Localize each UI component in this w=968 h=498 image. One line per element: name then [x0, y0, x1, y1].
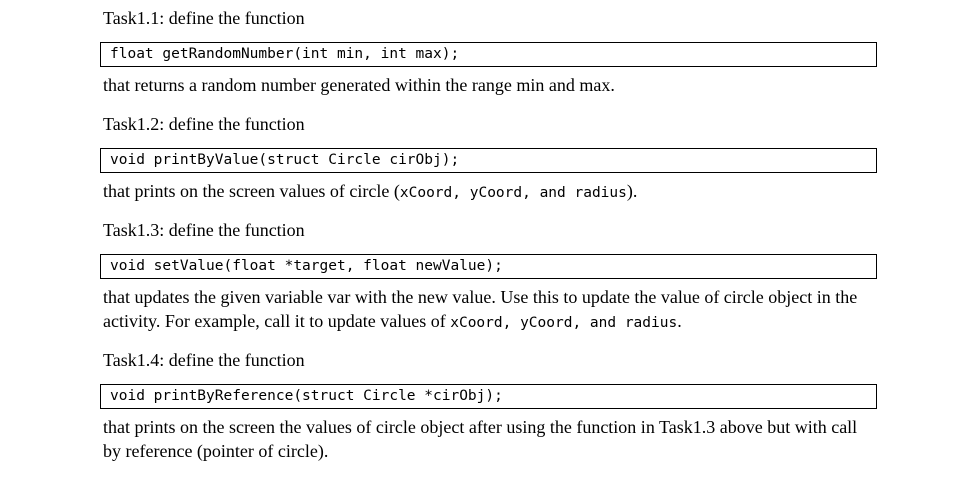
caption-text-post: .	[677, 311, 682, 331]
task-caption: that updates the given variable var with…	[103, 285, 875, 335]
task-caption: that prints on the screen the values of …	[103, 415, 875, 465]
task-heading: Task1.3: define the function	[103, 220, 305, 240]
task-section-1: Task1.1: define the function float getRa…	[100, 6, 968, 99]
caption-code-inline: xCoord, yCoord, and radius	[450, 315, 678, 331]
code-snippet: void printByReference(struct Circle *cir…	[110, 388, 503, 404]
code-box: void setValue(float *target, float newVa…	[100, 254, 877, 279]
code-box: void printByReference(struct Circle *cir…	[100, 384, 877, 409]
caption-text: that prints on the screen values of circ…	[103, 181, 400, 201]
task-heading: Task1.1: define the function	[103, 8, 305, 28]
task-heading: Task1.4: define the function	[103, 350, 305, 370]
task-section-4: Task1.4: define the function void printB…	[100, 348, 968, 465]
code-box: float getRandomNumber(int min, int max);	[100, 42, 877, 67]
caption-text: that returns a random number generated w…	[103, 75, 615, 95]
task-section-3: Task1.3: define the function void setVal…	[100, 218, 968, 335]
code-snippet: float getRandomNumber(int min, int max);	[110, 46, 460, 62]
code-box: void printByValue(struct Circle cirObj);	[100, 148, 877, 173]
caption-text: that updates the given variable var with…	[103, 287, 858, 331]
caption-text: that prints on the screen the values of …	[103, 417, 858, 461]
caption-text-post: ).	[626, 181, 638, 201]
code-snippet: void setValue(float *target, float newVa…	[110, 258, 503, 274]
code-snippet: void printByValue(struct Circle cirObj);	[110, 152, 460, 168]
task-caption: that prints on the screen values of circ…	[103, 179, 875, 205]
task-section-2: Task1.2: define the function void printB…	[100, 112, 968, 205]
task-heading: Task1.2: define the function	[103, 114, 305, 134]
task-caption: that returns a random number generated w…	[103, 73, 875, 99]
caption-code-inline: xCoord, yCoord, and radius	[399, 185, 627, 201]
